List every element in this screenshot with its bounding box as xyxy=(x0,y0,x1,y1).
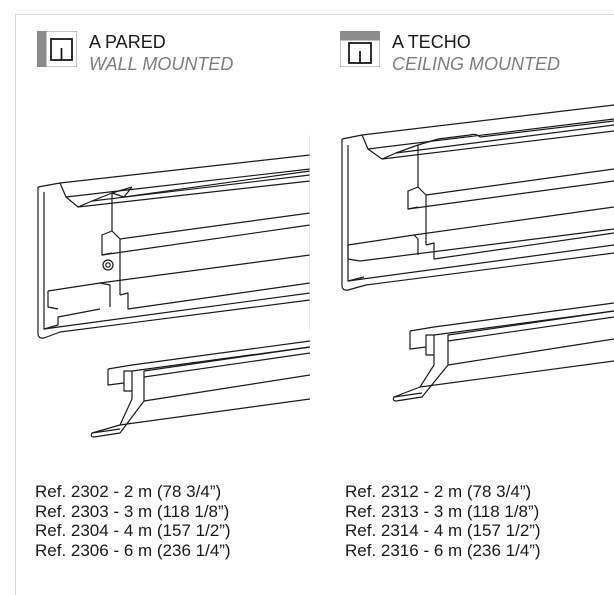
ceiling-ref-3m: Ref. 2313 - 3 m (118 1/8”) xyxy=(345,501,540,521)
ceiling-ref-6m: Ref. 2316 - 6 m (236 1/4”) xyxy=(345,540,541,560)
ceiling-title: A TECHO xyxy=(392,32,471,52)
page-frame xyxy=(15,14,614,595)
ceiling-reference-list: Ref. 2312 - 2 m (78 3/4”) Ref. 2313 - 3 … xyxy=(345,482,541,560)
wall-ref-2m: Ref. 2302 - 2 m (78 3/4”) xyxy=(35,482,222,501)
ceiling-ref-2m: Ref. 2312 - 2 m (78 3/4”) xyxy=(345,482,532,501)
ceiling-ref-4m: Ref. 2314 - 4 m (157 1/2”) xyxy=(345,521,541,541)
wall-reference-list: Ref. 2302 - 2 m (78 3/4”) Ref. 2303 - 3 … xyxy=(35,482,231,560)
wall-title: A PARED xyxy=(89,32,166,52)
wall-ref-3m: Ref. 2303 - 3 m (118 1/8”) xyxy=(35,501,230,521)
wall-mounted-section: A PARED WALL MOUNTED xyxy=(35,31,310,560)
wall-ref-6m: Ref. 2306 - 6 m (236 1/4”) xyxy=(35,540,231,560)
wall-mount-icon xyxy=(37,31,77,67)
wall-ref-4m: Ref. 2304 - 4 m (157 1/2”) xyxy=(35,521,231,541)
ceiling-profile-drawing xyxy=(341,104,614,402)
ceiling-mount-icon xyxy=(340,31,380,67)
ceiling-subtitle: CEILING MOUNTED xyxy=(392,54,561,74)
wall-subtitle: WALL MOUNTED xyxy=(89,54,234,74)
wall-profile-drawing xyxy=(37,135,310,438)
ceiling-mounted-section: A TECHO CEILING MOUNTED xyxy=(310,0,614,595)
